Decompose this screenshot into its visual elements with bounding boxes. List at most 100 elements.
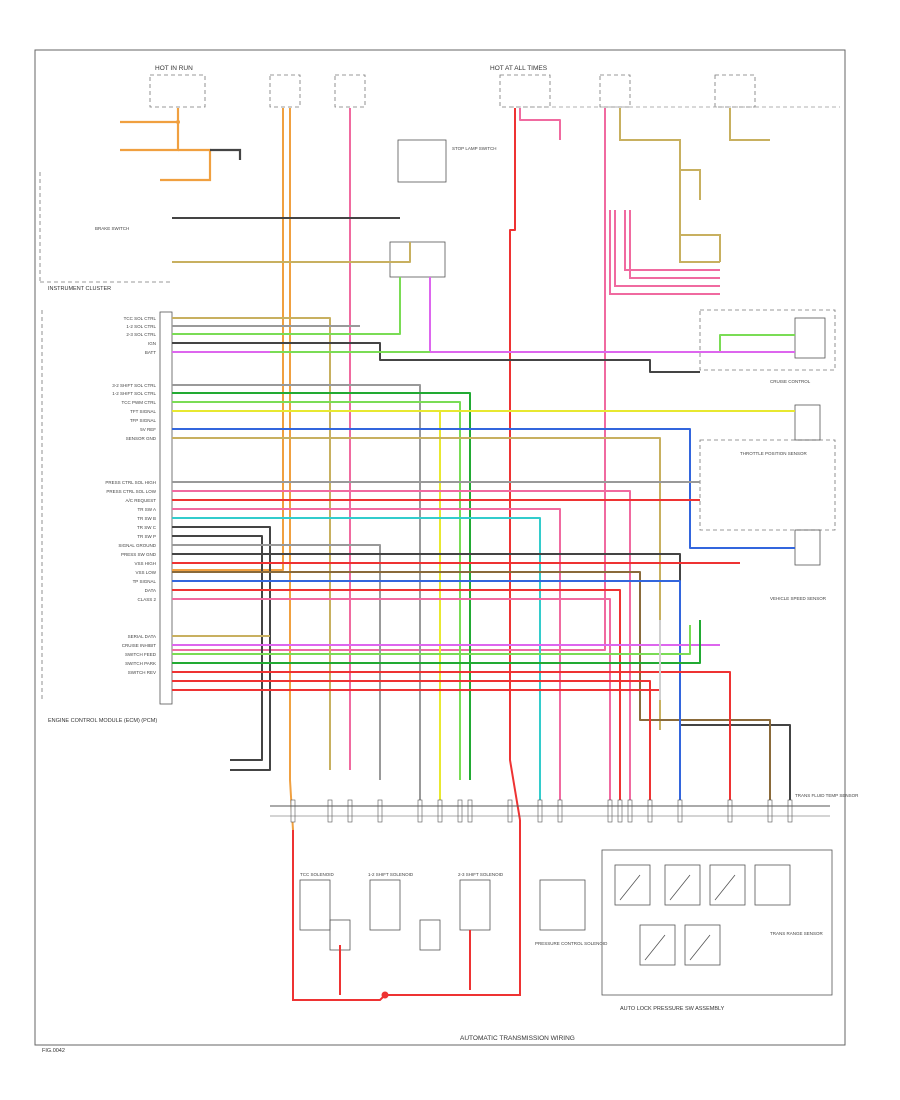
wire-red bbox=[172, 680, 651, 800]
ecm-pin-label: VSS LOW bbox=[135, 570, 156, 575]
wire-pink bbox=[172, 108, 606, 651]
wire-gray bbox=[172, 384, 421, 800]
ecm-pin-label: TP SIGNAL bbox=[133, 579, 157, 584]
ecm-pin-label: CRUISE INHIBIT bbox=[122, 643, 157, 648]
right-side-components: CRUISE CONTROL THROTTLE POSITION SENSOR … bbox=[699, 309, 859, 798]
ecm-pin-label: PRESS SW GND bbox=[121, 552, 157, 557]
ecm-pin-label: PRESS CTRL SOL LOW bbox=[106, 489, 156, 494]
ecm-pin-label: SWITCH REV bbox=[128, 670, 156, 675]
connector-pin bbox=[347, 799, 353, 823]
connector-pin bbox=[327, 799, 333, 823]
ecm-label: ENGINE CONTROL MODULE (ECM) (PCM) bbox=[48, 718, 157, 724]
bottom-red-loop bbox=[292, 820, 521, 1001]
wire-pink bbox=[172, 508, 561, 800]
ecm-pin-label: TCC SOL CTRL bbox=[124, 316, 157, 321]
tcc-solenoid-label: TCC SOLENOID bbox=[300, 872, 335, 877]
ecm-pin-label: TR SW C bbox=[137, 525, 157, 530]
wire-tan bbox=[172, 317, 331, 770]
connector-pin bbox=[290, 799, 296, 823]
wire-blue bbox=[172, 580, 681, 800]
trans-range-sensor-label: TRANS RANGE SENSOR bbox=[770, 931, 824, 936]
connector-pin bbox=[507, 799, 513, 823]
bottom-title: AUTOMATIC TRANSMISSION WIRING bbox=[460, 1035, 575, 1042]
ecm-pin-label: 3-2 SHIFT SOL CTRL bbox=[112, 383, 156, 388]
ecm-pin-label: DATA bbox=[145, 588, 156, 593]
tan-harness-top-right bbox=[619, 108, 770, 263]
wire-pink bbox=[172, 490, 631, 800]
wire-yellow bbox=[172, 410, 441, 800]
instrument-cluster-label: INSTRUMENT CLUSTER bbox=[48, 286, 111, 292]
ecm-pin-label: 1-2 SOL CTRL bbox=[126, 324, 156, 329]
wire-red bbox=[172, 671, 731, 800]
ecm-pin-label: TR SW P bbox=[137, 534, 156, 539]
top-fuse-block: HOT IN RUN HOT AT ALL TIMES bbox=[149, 65, 840, 108]
wire-harness bbox=[172, 108, 795, 831]
connector-pin bbox=[457, 799, 463, 823]
connector-pin bbox=[607, 799, 613, 823]
wire-green bbox=[172, 620, 701, 664]
wire-black bbox=[172, 526, 271, 771]
stop-lamp-switch-label: STOP LAMP SWITCH bbox=[452, 146, 497, 151]
ecm-pin-label: BATT bbox=[145, 350, 156, 355]
trans-temp-label: TRANS FLUID TEMP SENSOR bbox=[795, 793, 859, 798]
tps-label: THROTTLE POSITION SENSOR bbox=[740, 451, 808, 456]
instrument-cluster: INSTRUMENT CLUSTER BRAKE SWITCH bbox=[39, 172, 170, 292]
ecm-pin-label: A/C REQUEST bbox=[125, 498, 156, 503]
connector-pin bbox=[787, 799, 793, 823]
ecm-pin-label: 5V REF bbox=[140, 427, 156, 432]
ecm-pin-label: TR SW A bbox=[137, 507, 156, 512]
drawing-id: FIG.0042 bbox=[42, 1048, 65, 1054]
wire-black bbox=[172, 535, 263, 761]
shift-solenoid-b-label: 2-3 SHIFT SOLENOID bbox=[458, 872, 504, 877]
connector-pin bbox=[557, 799, 563, 823]
connector-pin bbox=[617, 799, 623, 823]
fuse-a-label: HOT IN RUN bbox=[155, 65, 193, 72]
ecm-pin-label: 1-2 SHIFT SOL CTRL bbox=[112, 391, 156, 396]
ecm-pin-labels: TCC SOL CTRL 1-2 SOL CTRL 2-3 SOL CTRL IGN B… bbox=[105, 316, 156, 675]
ecm-pin-label: PRESS CTRL SOL HIGH bbox=[105, 480, 156, 485]
orange-harness-top-left bbox=[120, 108, 242, 182]
shift-solenoid-a-label: 1-2 SHIFT SOLENOID bbox=[368, 872, 414, 877]
wire-lightgreen bbox=[172, 277, 401, 335]
ecm-pin-label: SERIAL DATA bbox=[128, 634, 156, 639]
wire-blue bbox=[172, 428, 795, 549]
wire-cyan bbox=[172, 517, 541, 800]
pressure-switch-title: AUTO LOCK PRESSURE SW ASSEMBLY bbox=[620, 1006, 725, 1012]
connector-pin bbox=[437, 799, 443, 823]
brake-switch-label: BRAKE SWITCH bbox=[95, 226, 129, 231]
ecm-pin-label: SENSOR GND bbox=[126, 436, 157, 441]
connector-pin bbox=[767, 799, 773, 823]
wire-pink bbox=[172, 598, 611, 800]
connector-pin bbox=[467, 799, 473, 823]
wire-gray bbox=[172, 544, 381, 780]
ecm-pin-label: SIGNAL GROUND bbox=[118, 543, 156, 548]
connector-pin bbox=[677, 799, 683, 823]
ecm-pin-label: CLASS 2 bbox=[137, 597, 156, 602]
diagram-frame bbox=[34, 49, 846, 1046]
wire-red bbox=[172, 589, 621, 800]
bottom-solenoids: TCC SOLENOID 1-2 SHIFT SOLENOID 2-3 SHIF… bbox=[299, 872, 608, 951]
vss-label: VEHICLE SPEED SENSOR bbox=[770, 596, 827, 601]
wire-orange bbox=[289, 108, 294, 831]
wire-brown bbox=[172, 571, 771, 800]
pressure-control-solenoid-label: PRESSURE CONTROL SOLENOID bbox=[535, 941, 608, 946]
ecm-pin-label: TR SW B bbox=[137, 516, 156, 521]
connector-pin bbox=[377, 799, 383, 823]
ecm-pin-label: IGN bbox=[148, 341, 156, 346]
wire-violet bbox=[172, 277, 431, 353]
wire-black bbox=[172, 342, 700, 373]
wire-lightgreen bbox=[172, 625, 691, 655]
cruise-control-label: CRUISE CONTROL bbox=[770, 379, 811, 384]
ecm-pin-label: TFT SIGNAL bbox=[130, 409, 156, 414]
ecm-pin-label: TFP SIGNAL bbox=[130, 418, 157, 423]
connector-pin bbox=[537, 799, 543, 823]
ecm-pin-label: SWITCH FEED bbox=[125, 652, 157, 657]
pressure-switch-assembly: TRANS RANGE SENSOR AUTO LOCK PRESSURE SW… bbox=[601, 849, 833, 1012]
ecm-pin-label: SWITCH PARK bbox=[125, 661, 156, 666]
wire-red bbox=[509, 108, 521, 821]
ecm-pin-label: 2-3 SOL CTRL bbox=[126, 332, 156, 337]
pink-bundle-top-right bbox=[609, 210, 720, 295]
connector-pin bbox=[727, 799, 733, 823]
wire-green bbox=[172, 392, 471, 780]
